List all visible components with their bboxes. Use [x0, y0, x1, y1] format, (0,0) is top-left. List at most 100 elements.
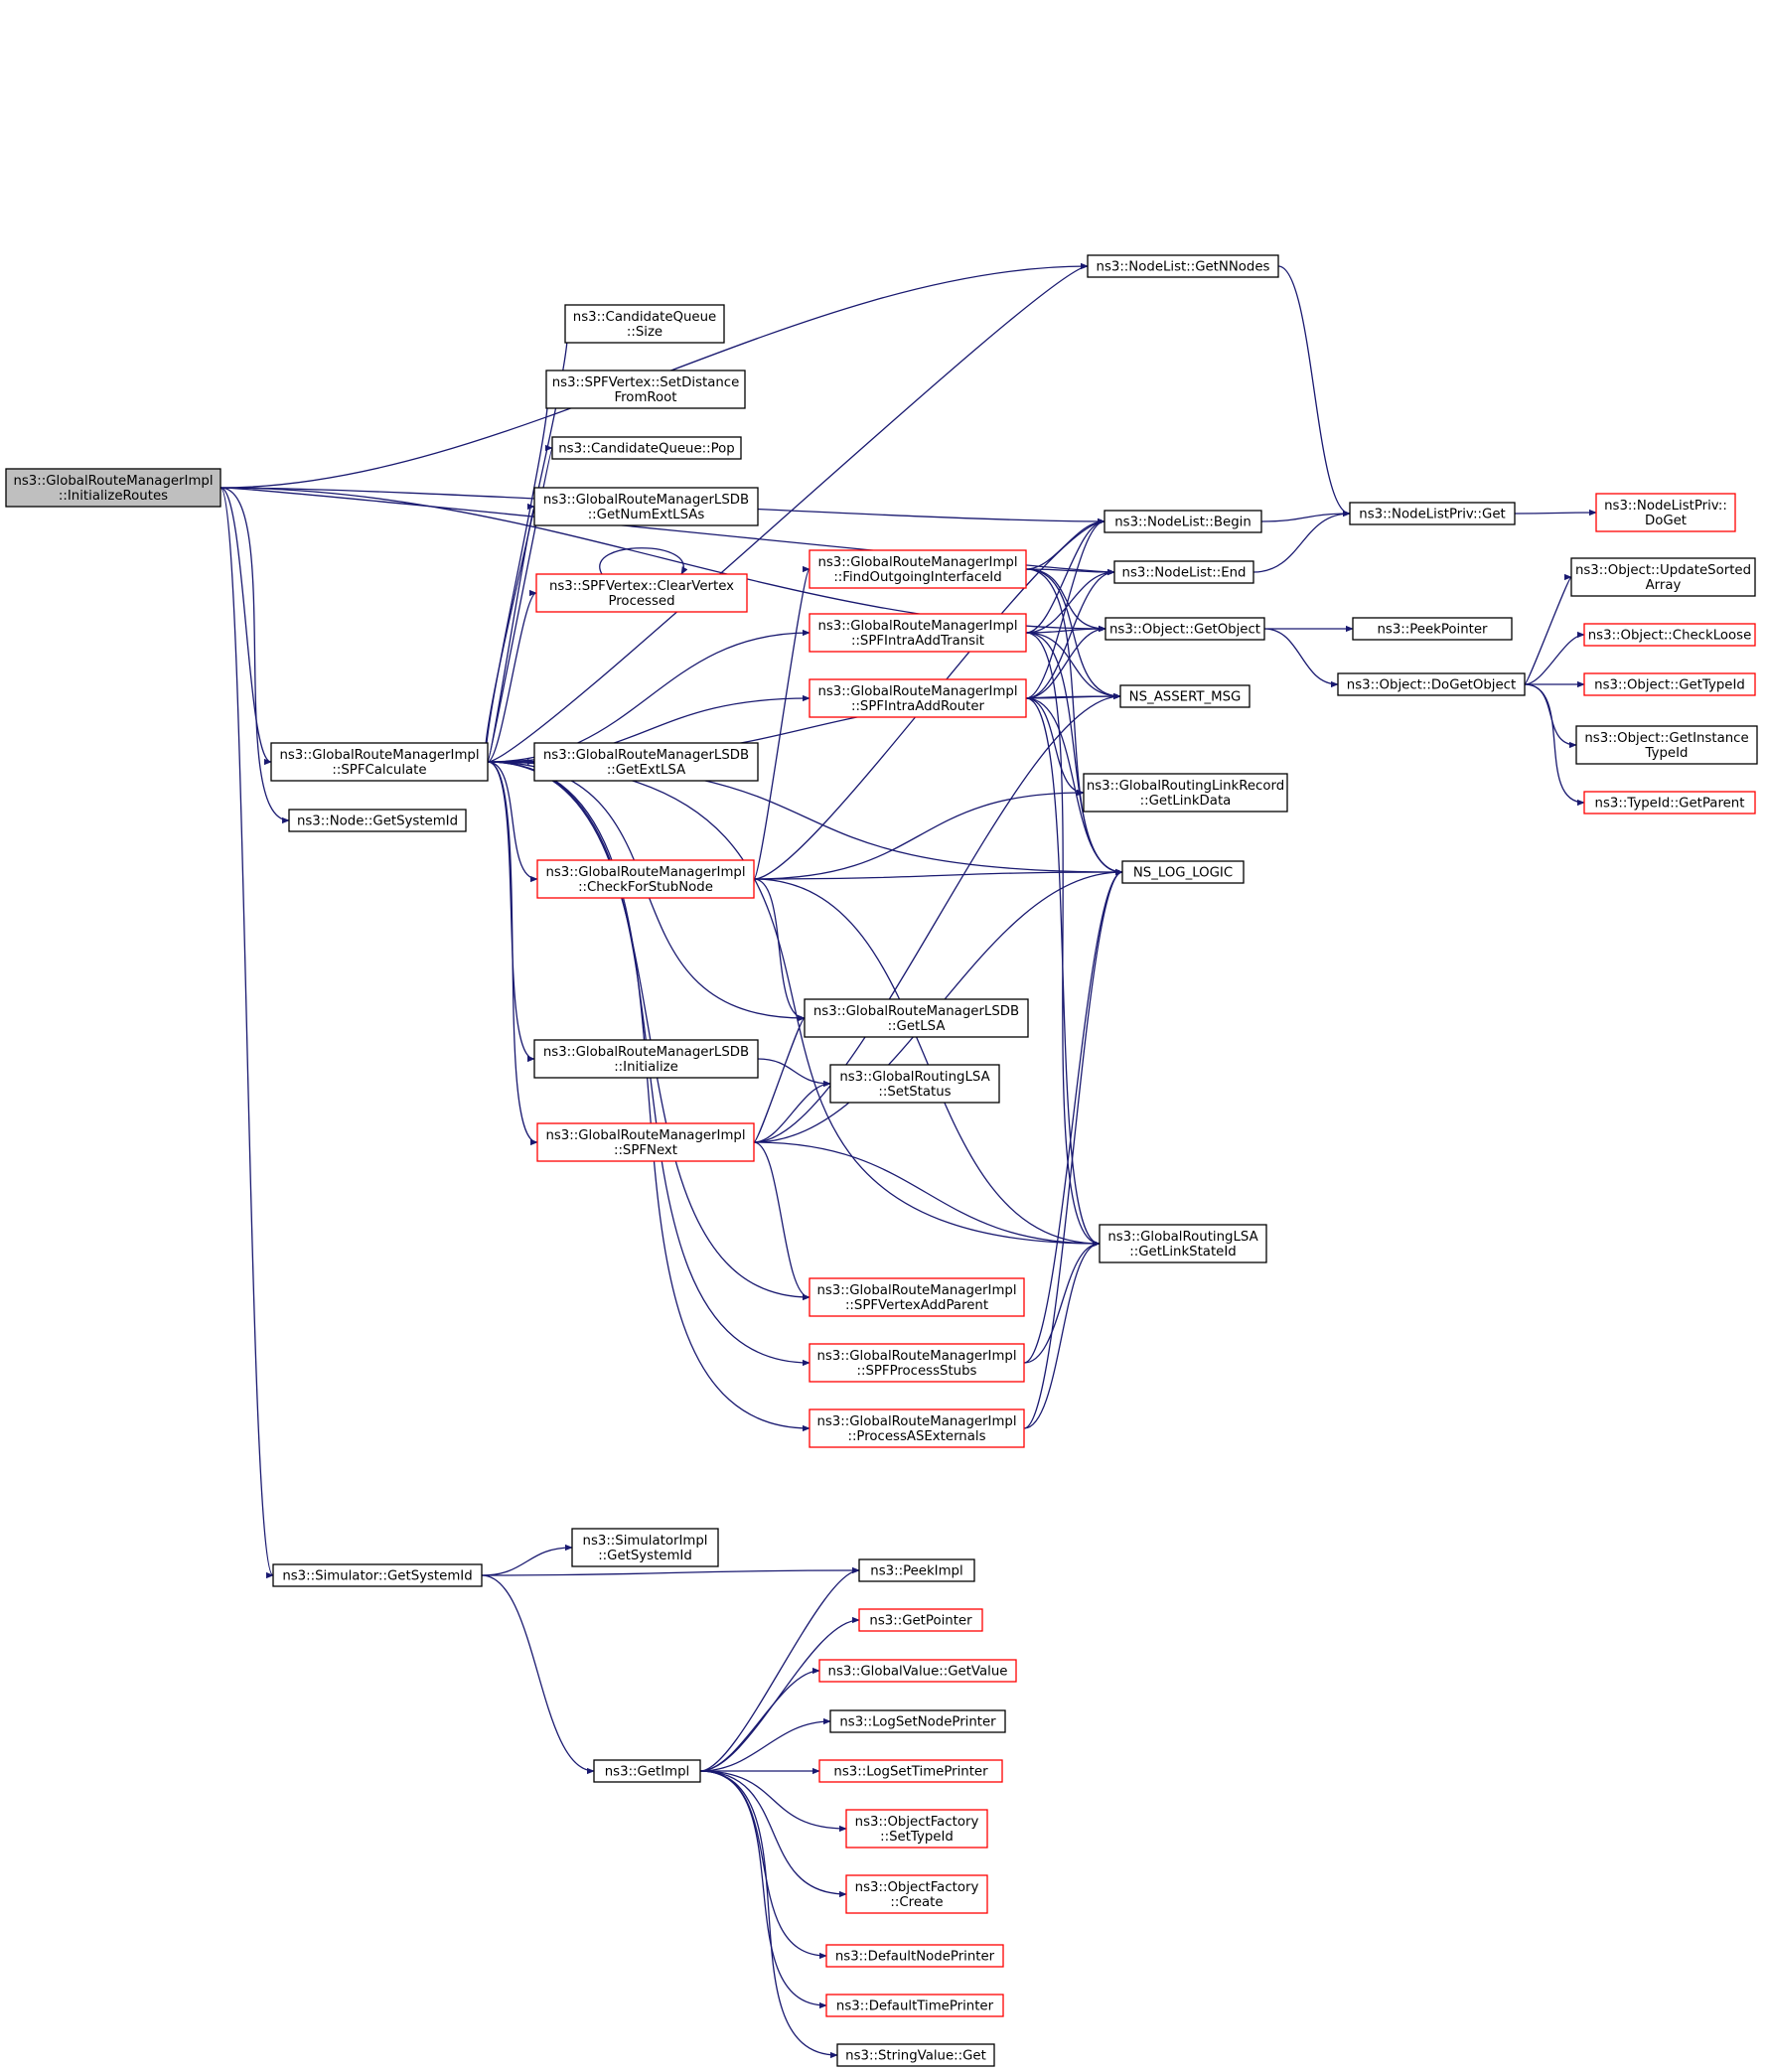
node-getobject[interactable]: ns3::Object::GetObject — [1104, 617, 1265, 641]
node-label: ns3::NodeListPriv::Get — [1359, 508, 1505, 522]
node-getnnodes[interactable]: ns3::NodeList::GetNNodes — [1087, 254, 1279, 278]
node-deftimeprinter[interactable]: ns3::DefaultTimePrinter — [825, 1994, 1004, 2017]
node-getparent[interactable]: ns3::TypeId::GetParent — [1583, 791, 1756, 814]
node-nlpget[interactable]: ns3::NodeListPriv::Get — [1349, 502, 1516, 525]
node-box — [1121, 860, 1245, 884]
node-label: ::SetStatus — [878, 1085, 951, 1100]
node-logtimeprinter[interactable]: ns3::LogSetTimePrinter — [818, 1759, 1003, 1783]
edge-dogetobj-to-updsorted — [1524, 574, 1572, 685]
node-label: FromRoot — [614, 390, 676, 405]
node-label: ::ProcessASExternals — [847, 1429, 985, 1444]
node-loglogic[interactable]: NS_LOG_LOGIC — [1121, 860, 1245, 884]
edge-addrouter-to-getobject — [1025, 625, 1106, 699]
node-label: ns3::NodeListPriv:: — [1604, 499, 1727, 514]
edge-addtransit-to-begin — [1025, 518, 1105, 634]
node-label: ::GetLinkData — [1140, 794, 1232, 809]
node-label: ::SetTypeId — [880, 1830, 954, 1845]
node-addparent[interactable]: ns3::GlobalRouteManagerImpl::SPFVertexAd… — [809, 1277, 1025, 1317]
edge-procasext-to-getlinkstateid — [1023, 1240, 1101, 1429]
node-addtransit[interactable]: ns3::GlobalRouteManagerImpl::SPFIntraAdd… — [809, 613, 1027, 653]
node-checkloose[interactable]: ns3::Object::CheckLoose — [1583, 623, 1756, 647]
node-dogetobj[interactable]: ns3::Object::DoGetObject — [1337, 672, 1526, 696]
node-procstubs[interactable]: ns3::GlobalRouteManagerImpl::SPFProcessS… — [809, 1343, 1025, 1383]
node-peekptr[interactable]: ns3::PeekPointer — [1352, 617, 1513, 641]
node-getextlsa[interactable]: ns3::GlobalRouteManagerLSDB::GetExtLSA — [533, 742, 759, 782]
node-lognodeprinter[interactable]: ns3::LogSetNodePrinter — [829, 1709, 1006, 1733]
node-initroutes[interactable]: ns3::GlobalRouteManagerImpl::InitializeR… — [5, 468, 221, 508]
node-box — [829, 1709, 1006, 1733]
node-label: ::Initialize — [614, 1060, 678, 1075]
node-lsdbinit[interactable]: ns3::GlobalRouteManagerLSDB::Initialize — [533, 1039, 759, 1079]
node-setstatus[interactable]: ns3::GlobalRoutingLSA::SetStatus — [829, 1064, 1000, 1104]
node-addrouter[interactable]: ns3::GlobalRouteManagerImpl::SPFIntraAdd… — [809, 678, 1027, 718]
edge-spfcalc-to-spfnext — [487, 761, 538, 1146]
node-label: ns3::GlobalValue::GetValue — [828, 1665, 1008, 1680]
edge-checkstub-to-getlsa — [753, 878, 806, 1022]
node-svget[interactable]: ns3::StringValue::Get — [836, 2043, 995, 2067]
edge-findout-to-end — [1025, 568, 1115, 576]
node-nlpdoget[interactable]: ns3::NodeListPriv::DoGet — [1595, 493, 1736, 532]
edge-checkstub-to-getlinkstateid — [753, 878, 1101, 1248]
edge-nlpget-to-nlpdoget — [1514, 509, 1597, 517]
node-nodesysid[interactable]: ns3::Node::GetSystemId — [288, 809, 467, 832]
node-getnumext[interactable]: ns3::GlobalRouteManagerLSDB::GetNumExtLS… — [533, 487, 759, 526]
edge-addtransit-to-end — [1025, 568, 1115, 634]
node-findout[interactable]: ns3::GlobalRouteManagerImpl::FindOutgoin… — [809, 549, 1027, 589]
node-box — [1349, 502, 1516, 525]
edge-procstubs-to-loglogic — [1023, 868, 1123, 1364]
node-label: ns3::GlobalRouteManagerImpl — [816, 1349, 1016, 1364]
edge-simsysid-to-peekimpl — [481, 1566, 860, 1576]
node-label: ns3::NodeList::GetNNodes — [1097, 260, 1270, 275]
node-box — [571, 1528, 719, 1567]
node-cqpop[interactable]: ns3::CandidateQueue::Pop — [551, 436, 742, 460]
node-cqsize[interactable]: ns3::CandidateQueue::Size — [564, 304, 725, 344]
edge-addtransit-to-getlinkstateid — [1025, 632, 1101, 1248]
edge-addrouter-to-assertmsg — [1025, 692, 1121, 700]
edge-findout-to-assertmsg — [1025, 568, 1121, 700]
node-procasext[interactable]: ns3::GlobalRouteManagerImpl::ProcessASEx… — [809, 1408, 1025, 1448]
node-begin[interactable]: ns3::NodeList::Begin — [1104, 510, 1262, 533]
node-box — [533, 1039, 759, 1079]
node-label: ns3::Node::GetSystemId — [297, 814, 458, 829]
node-gvgetvalue[interactable]: ns3::GlobalValue::GetValue — [818, 1659, 1017, 1683]
node-gettypeid[interactable]: ns3::Object::GetTypeId — [1583, 672, 1756, 696]
node-label: ::SPFCalculate — [332, 763, 426, 778]
node-getlinkstateid[interactable]: ns3::GlobalRoutingLSA::GetLinkStateId — [1099, 1224, 1267, 1263]
node-spfcalc[interactable]: ns3::GlobalRouteManagerImpl::SPFCalculat… — [270, 742, 489, 782]
node-box — [1583, 791, 1756, 814]
edge-initroutes-to-nodesysid — [220, 487, 290, 824]
node-simsysid[interactable]: ns3::Simulator::GetSystemId — [272, 1563, 483, 1587]
node-getlinkdata[interactable]: ns3::GlobalRoutingLinkRecord::GetLinkDat… — [1083, 773, 1288, 813]
edge-getnnodes-to-nlpget — [1277, 265, 1351, 518]
node-end[interactable]: ns3::NodeList::End — [1113, 560, 1254, 584]
node-getimpl[interactable]: ns3::GetImpl — [593, 1759, 701, 1783]
edge-getimpl-to-svget — [699, 1770, 838, 2059]
edge-begin-to-nlpget — [1260, 510, 1351, 522]
edge-getimpl-to-gvgetvalue — [699, 1667, 820, 1772]
edge-clearvp-to-clearvp — [599, 547, 688, 575]
node-label: ns3::PeekPointer — [1377, 623, 1488, 638]
node-peekimpl[interactable]: ns3::PeekImpl — [858, 1558, 975, 1582]
edge-checkstub-to-loglogic — [753, 868, 1123, 880]
node-getpointer[interactable]: ns3::GetPointer — [858, 1608, 983, 1632]
node-label: ns3::GlobalRouteManagerLSDB — [813, 1004, 1019, 1019]
node-label: ns3::GlobalRouteManagerImpl — [817, 555, 1017, 570]
node-defnodeprinter[interactable]: ns3::DefaultNodePrinter — [825, 1944, 1004, 1968]
node-ofcreate[interactable]: ns3::ObjectFactory::Create — [845, 1874, 988, 1914]
node-label: ns3::GlobalRouteManagerImpl — [545, 865, 745, 880]
node-label: ::CheckForStubNode — [578, 880, 713, 895]
node-assertmsg[interactable]: NS_ASSERT_MSG — [1119, 684, 1251, 708]
node-spfnext[interactable]: ns3::GlobalRouteManagerImpl::SPFNext — [536, 1122, 755, 1162]
node-simimplsys[interactable]: ns3::SimulatorImpl::GetSystemId — [571, 1528, 719, 1567]
node-checkstub[interactable]: ns3::GlobalRouteManagerImpl::CheckForStu… — [536, 859, 755, 899]
edge-getimpl-to-ofsettypeid — [699, 1770, 847, 1833]
node-ofsettypeid[interactable]: ns3::ObjectFactory::SetTypeId — [845, 1809, 988, 1849]
edge-addtransit-to-assertmsg — [1025, 632, 1121, 700]
node-getlsa[interactable]: ns3::GlobalRouteManagerLSDB::GetLSA — [804, 998, 1029, 1038]
node-box — [1570, 557, 1756, 597]
node-box — [1099, 1224, 1267, 1263]
